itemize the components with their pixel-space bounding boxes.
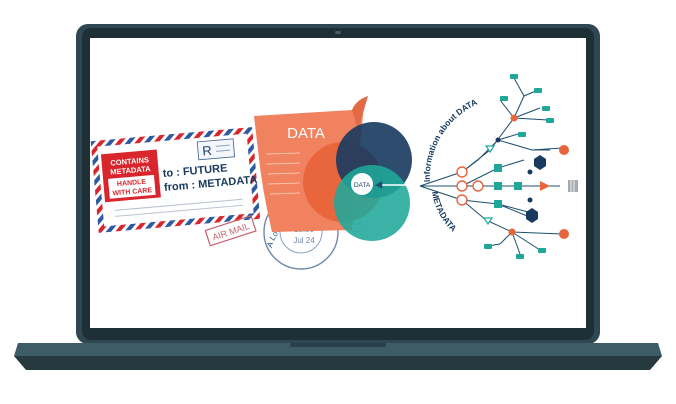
to-line: to : FUTURE xyxy=(162,162,228,180)
postmark-date: Jul 24 xyxy=(293,236,315,245)
laptop-frame xyxy=(76,24,600,344)
data-venn-group: DATA DATA xyxy=(254,96,412,241)
handle-line2: WITH CARE xyxy=(112,187,152,197)
stamp-line2: METADATA xyxy=(110,164,152,177)
data-page-label: DATA xyxy=(287,125,325,142)
envelope: CONTAINS METADATA HANDLE WITH CARE R to … xyxy=(90,127,261,247)
venn-center-label: DATA xyxy=(354,182,371,189)
venn-circle-teal xyxy=(334,165,410,241)
registered-label: R xyxy=(196,138,236,161)
handle-line1: HANDLE xyxy=(117,179,147,189)
registered-mark: R xyxy=(202,143,213,159)
tree-nodes xyxy=(456,74,578,259)
contains-metadata-stamp: CONTAINS METADATA HANDLE WITH CARE xyxy=(100,149,161,203)
stamp-line1: CONTAINS xyxy=(110,155,149,167)
webcam xyxy=(335,31,341,34)
tree-root-block xyxy=(568,180,578,192)
laptop-base xyxy=(14,343,662,370)
venn-center xyxy=(351,173,373,195)
